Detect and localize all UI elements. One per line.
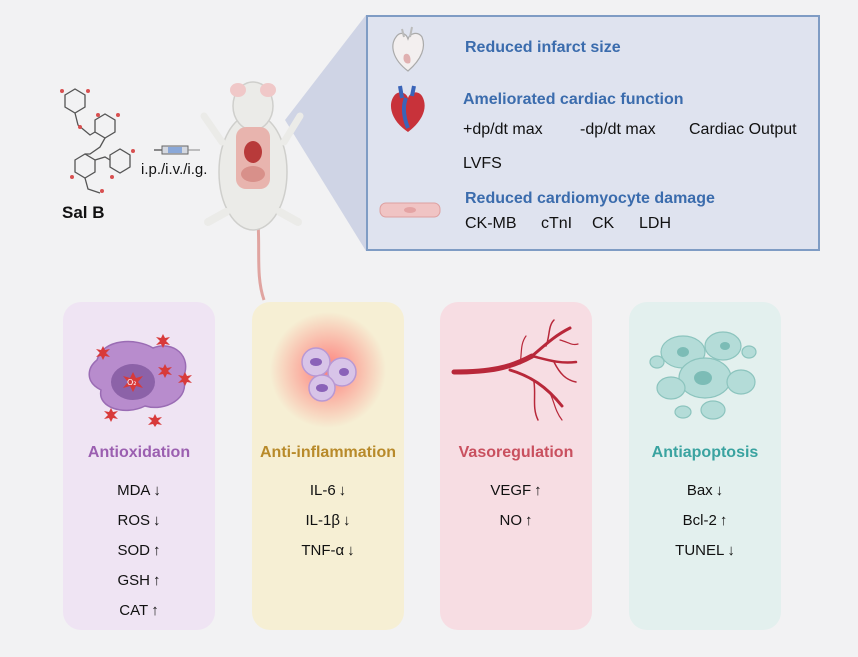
anti-inflammation-title: Anti-inflammation (260, 444, 396, 461)
marker-row: GSH↑ (63, 572, 215, 589)
arrow-up-icon: ↑ (151, 602, 159, 619)
route-label: i.p./i.v./i.g. (141, 161, 208, 178)
marker-label: IL-6 (309, 482, 336, 499)
outcome-heading-2: Ameliorated cardiac function (463, 91, 684, 108)
rat-illustration (200, 81, 304, 301)
marker-label: VEGF (490, 482, 532, 499)
syringe-icon (154, 145, 200, 155)
blood-vessel-icon (451, 319, 579, 421)
marker-label: CAT (119, 602, 149, 619)
arrow-up-icon: ↑ (719, 512, 728, 529)
marker-label: MDA (117, 482, 151, 499)
inflammatory-cells-icon (270, 312, 386, 428)
radical-label: O₂ (127, 378, 137, 387)
antioxidation-title: Antioxidation (87, 444, 191, 461)
cardiac-metric-4: LVFS (463, 155, 502, 172)
arrow-down-icon: ↓ (347, 542, 355, 559)
heart-icon (390, 85, 425, 132)
marker-row: CAT↑ (63, 602, 215, 619)
marker-label: NO (499, 512, 523, 529)
antioxidation-card: O₂ Antioxidation MDA↓ ROS↓ SOD↑ GSH↑ CAT… (63, 302, 215, 630)
cardiac-metric-1: +dp/dt max (463, 121, 543, 138)
antiapoptosis-card: Antiapoptosis Bax↓ Bcl-2↑ TUNEL↓ (629, 302, 781, 630)
arrow-down-icon: ↓ (153, 512, 161, 529)
anti-inflammation-card: Anti-inflammation IL-6↓ IL-1β↓ TNF-α↓ (252, 302, 404, 630)
marker-row: SOD↑ (63, 542, 215, 559)
cardiomyocyte-icon (379, 202, 441, 218)
cardiac-metric-3: Cardiac Output (689, 121, 797, 138)
outcome-heading-1: Reduced infarct size (465, 39, 621, 56)
damage-marker-1: CK-MB (465, 215, 517, 232)
vasoregulation-title: Vasoregulation (458, 444, 574, 461)
marker-label: SOD (117, 542, 150, 559)
damage-marker-4: LDH (639, 215, 672, 232)
marker-label: IL-1β (305, 512, 340, 529)
arrow-up-icon: ↑ (525, 512, 533, 529)
marker-row: VEGF↑ (440, 482, 592, 499)
oxidized-cell-icon: O₂ (88, 334, 192, 427)
damage-marker-3: CK (592, 215, 615, 232)
sal-b-molecule (60, 88, 135, 194)
damage-marker-2: cTnI (541, 215, 573, 232)
marker-label: Bcl-2 (682, 512, 717, 529)
antiapoptosis-title: Antiapoptosis (651, 444, 759, 461)
marker-row: IL-6↓ (252, 482, 404, 499)
marker-label: TNF-α (301, 542, 345, 559)
cardiac-metric-2: -dp/dt max (580, 121, 656, 138)
apoptotic-cells-icon (649, 331, 757, 420)
infarct-heart-icon (392, 26, 425, 72)
vasoregulation-card: Vasoregulation VEGF↑ NO↑ (440, 302, 592, 630)
arrow-up-icon: ↑ (153, 572, 161, 589)
marker-row: IL-1β↓ (252, 512, 404, 529)
outcome-heading-3: Reduced cardiomyocyte damage (465, 190, 715, 207)
marker-label: GSH (117, 572, 150, 589)
arrow-down-icon: ↓ (727, 542, 735, 559)
arrow-up-icon: ↑ (153, 542, 161, 559)
marker-label: ROS (117, 512, 150, 529)
sal-b-label: Sal B (62, 203, 105, 222)
arrow-up-icon: ↑ (534, 482, 542, 499)
arrow-down-icon: ↓ (338, 482, 347, 499)
marker-row: NO↑ (440, 512, 592, 529)
marker-row: ROS↓ (63, 512, 215, 529)
marker-row: TUNEL↓ (629, 542, 781, 559)
arrow-down-icon: ↓ (153, 482, 161, 499)
marker-row: Bax↓ (629, 482, 781, 499)
marker-row: MDA↓ (63, 482, 215, 499)
outcome-panel (366, 15, 820, 251)
marker-row: TNF-α↓ (252, 542, 404, 559)
arrow-down-icon: ↓ (342, 512, 351, 529)
marker-label: Bax (686, 482, 713, 499)
marker-label: TUNEL (675, 542, 725, 559)
arrow-down-icon: ↓ (715, 482, 724, 499)
marker-row: Bcl-2↑ (629, 512, 781, 529)
